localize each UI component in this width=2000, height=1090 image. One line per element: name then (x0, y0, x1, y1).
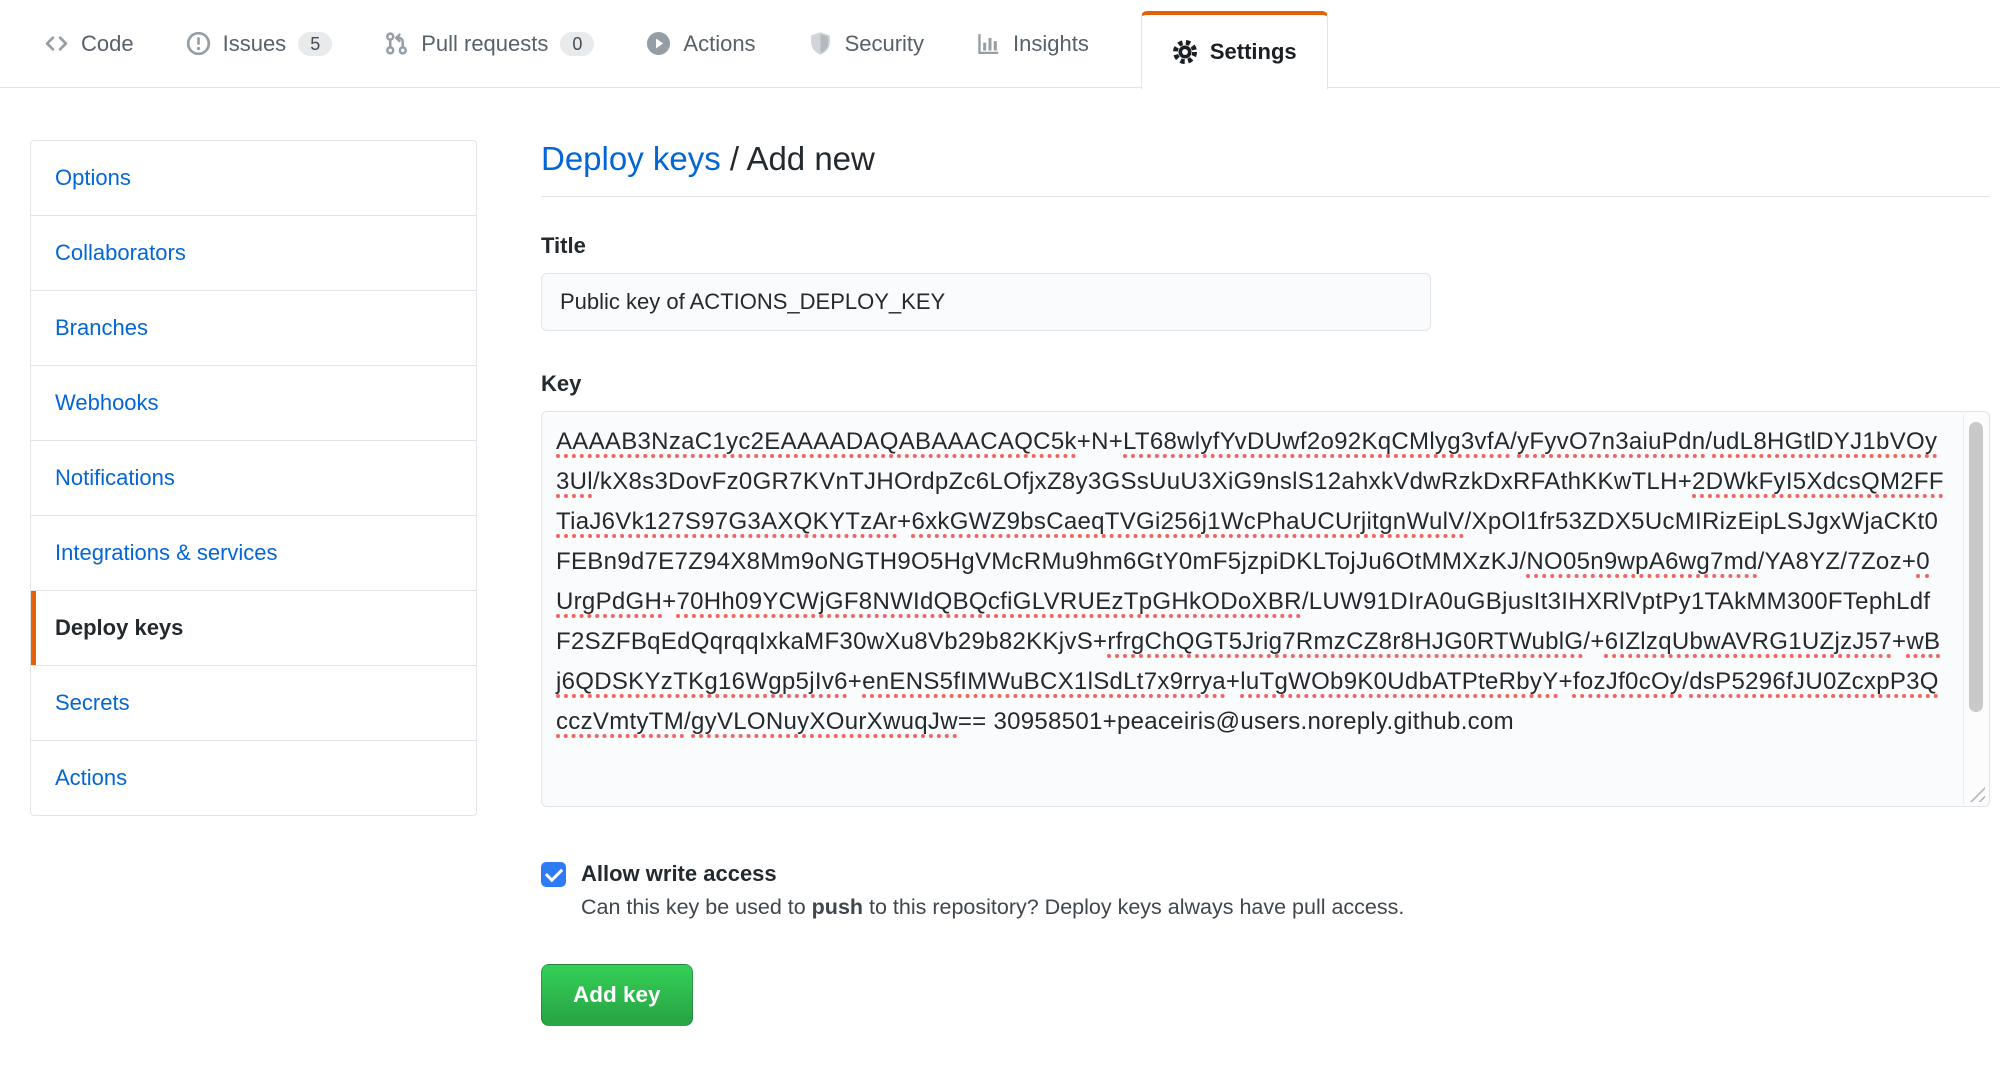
tab-label: Actions (683, 30, 756, 56)
sidebar-item-deploy-keys[interactable]: Deploy keys (31, 591, 476, 666)
tab-code[interactable]: Code (44, 0, 134, 87)
tab-label: Pull requests (421, 30, 549, 56)
sidebar-item-integrations-services[interactable]: Integrations & services (31, 516, 476, 591)
allow-write-checkbox[interactable] (541, 861, 566, 887)
tab-label: Insights (1013, 30, 1089, 56)
sidebar-item-branches[interactable]: Branches (31, 291, 476, 366)
breadcrumb-separator: / (720, 140, 747, 177)
shield-icon (808, 31, 833, 56)
tab-issues[interactable]: Issues 5 (186, 0, 333, 87)
tab-insights[interactable]: Insights (976, 0, 1089, 87)
sidebar-item-secrets[interactable]: Secrets (31, 666, 476, 741)
sidebar-item-webhooks[interactable]: Webhooks (31, 366, 476, 441)
textarea-scrollbar-track[interactable] (1963, 414, 1987, 804)
counter-badge: 0 (560, 31, 595, 56)
tab-label: Settings (1209, 39, 1297, 64)
breadcrumb-current: Add new (746, 140, 875, 177)
git-pull-request-icon (384, 31, 409, 56)
tab-label: Issues (222, 30, 287, 56)
tab-label: Security (844, 30, 925, 56)
gear-icon (1172, 39, 1198, 65)
repo-tab-nav: Code Issues 5 Pull requests 0 Actions Secu… (0, 0, 2000, 89)
main-panel: Deploy keys / Add new Title Key AAAAB3Nz… (541, 140, 1990, 1026)
page-title: Deploy keys / Add new (541, 140, 1990, 197)
sidebar-item-options[interactable]: Options (31, 141, 476, 216)
textarea-scrollbar-thumb[interactable] (1969, 422, 1983, 712)
title-label: Title (541, 233, 586, 258)
allow-write-row: Allow write access (541, 861, 1990, 887)
key-text: AAAAB3NzaC1yc2EAAAADAQABAAACAQC5k+N+LT68… (556, 428, 1944, 735)
sidebar-item-actions[interactable]: Actions (55, 765, 128, 790)
push-emphasis: push (811, 895, 864, 919)
tab-label: Code (81, 30, 134, 56)
key-label: Key (541, 371, 582, 396)
add-key-button[interactable]: Add key (541, 964, 693, 1026)
tab-actions[interactable]: Actions (646, 0, 756, 87)
graph-icon (976, 31, 1001, 56)
tab-settings[interactable]: Settings (1140, 11, 1328, 89)
issue-opened-icon (186, 31, 211, 56)
allow-write-note: Can this key be used to push to this rep… (581, 895, 1405, 919)
counter-badge: 5 (298, 31, 333, 56)
title-input[interactable] (541, 273, 1431, 331)
tab-security[interactable]: Security (808, 0, 924, 87)
play-icon (646, 31, 671, 56)
allow-write-label[interactable]: Allow write access (581, 861, 777, 886)
sidebar-item-notifications[interactable]: Notifications (31, 441, 476, 516)
deploy-keys-breadcrumb-link[interactable]: Deploy keys (541, 140, 721, 177)
sidebar-item-collaborators[interactable]: Collaborators (31, 216, 476, 291)
tab-pull-requests[interactable]: Pull requests 0 (384, 0, 595, 87)
key-textarea[interactable]: AAAAB3NzaC1yc2EAAAADAQABAAACAQC5k+N+LT68… (541, 411, 1990, 807)
code-icon (44, 31, 69, 56)
